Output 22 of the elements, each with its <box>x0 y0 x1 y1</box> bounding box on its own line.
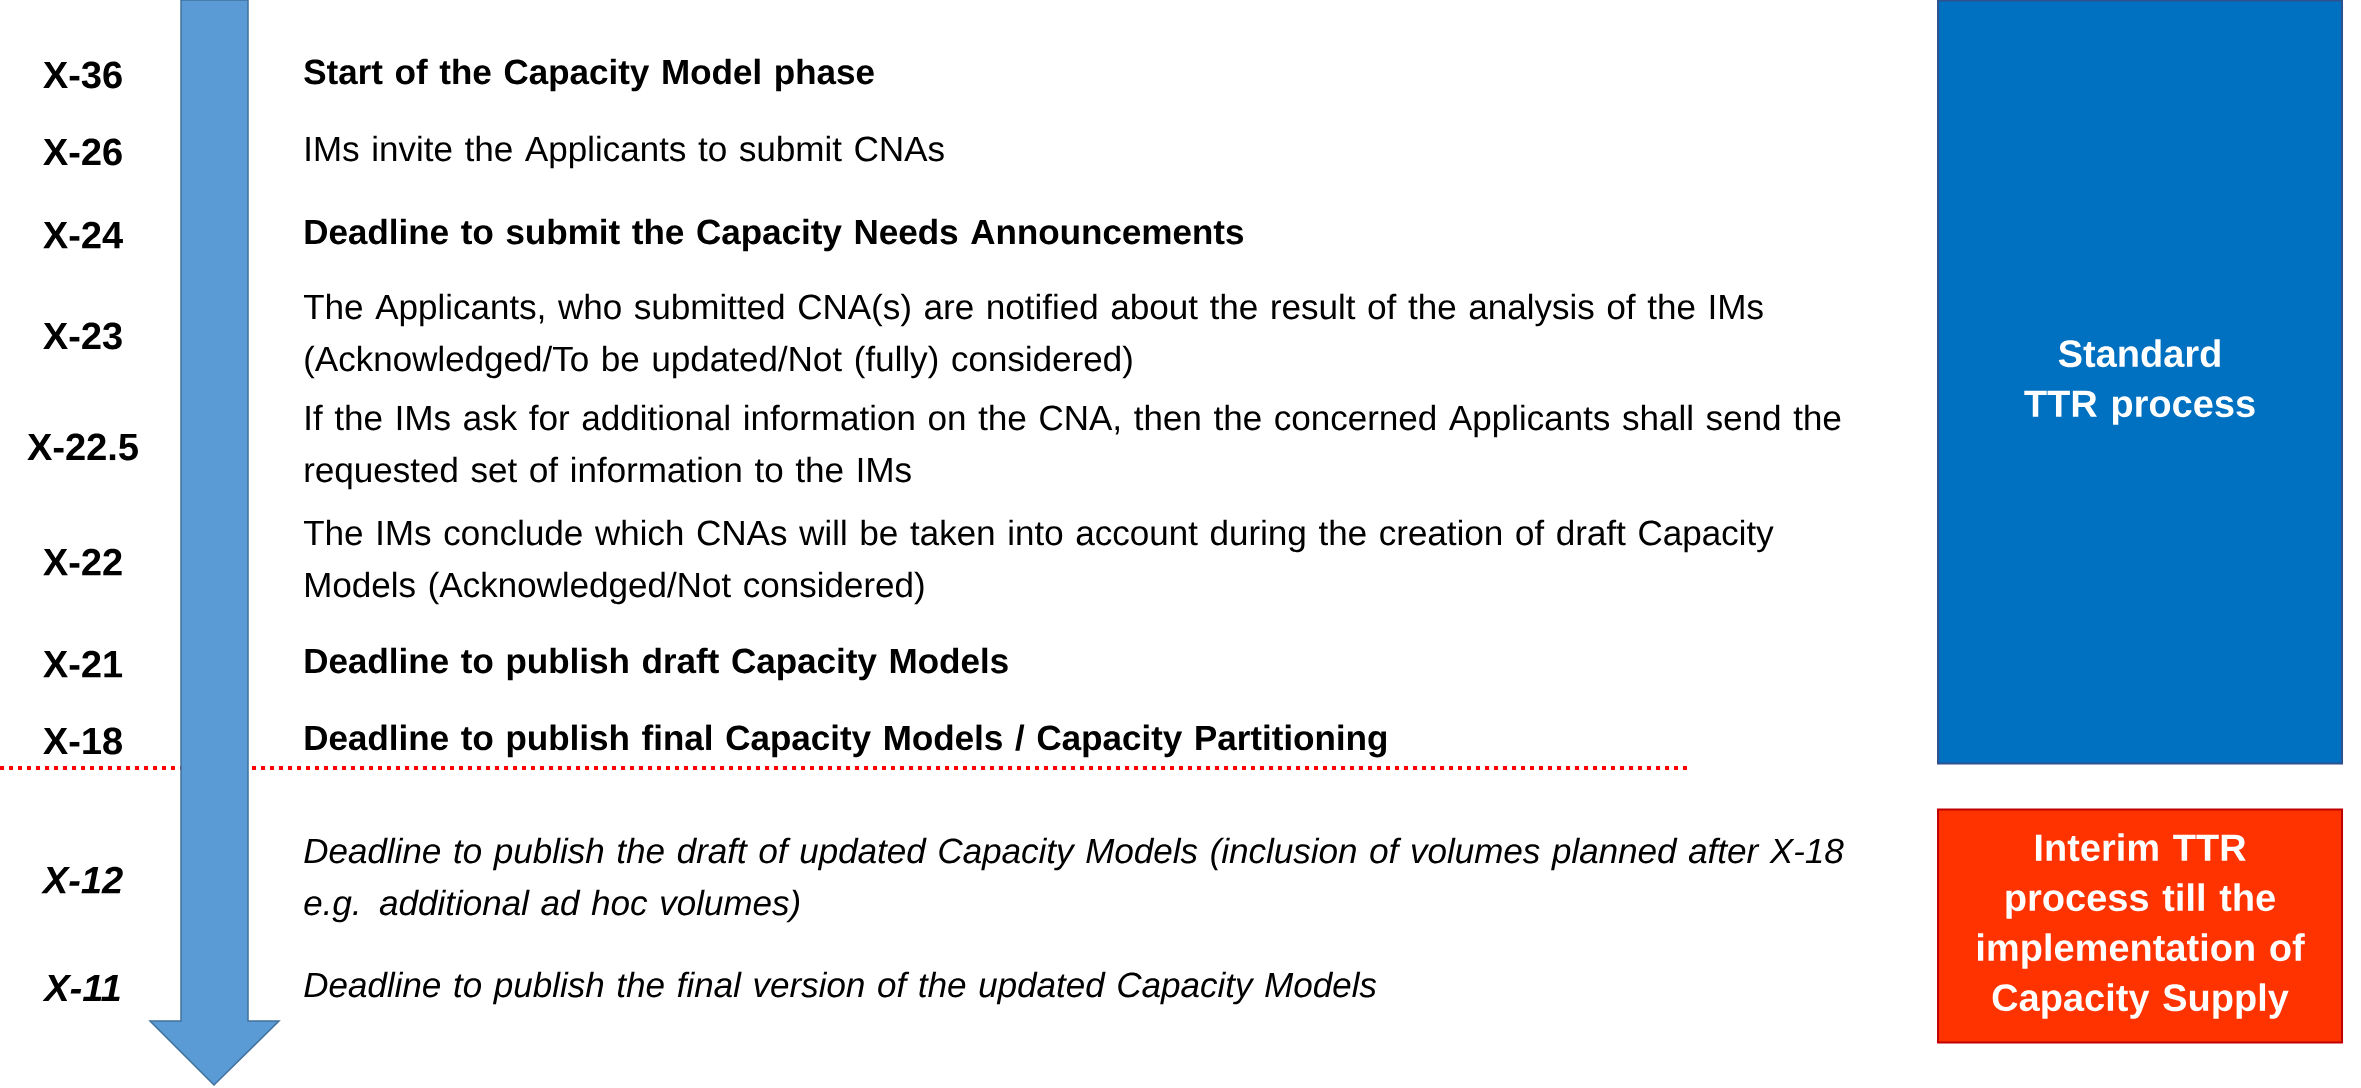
process-box: Standard TTR process <box>1937 0 2344 765</box>
time-mark: X-18 <box>43 727 122 755</box>
milestone-text: If the IMs ask for additional information on the CNA, then the concerned Applicants shall send the requested set of information to the IMs <box>305 404 1841 490</box>
milestone-text: Deadline to publish the final version of the updated Capacity Models <box>304 971 1377 1005</box>
milestone-text: Deadline to publish the draft of updated Capacity Models (inclusion of volumes planned after X-18 e.g. additional ad hoc volumes) <box>304 837 1844 923</box>
milestone-text: Deadline to submit the Capacity Needs Announcements <box>305 218 1243 252</box>
time-mark: X-23 <box>43 322 122 350</box>
process-box: Interim TTR process till the implementation of Capacity Supply <box>1937 808 2344 1044</box>
time-mark: X-26 <box>43 138 122 166</box>
time-mark: X-12 <box>41 866 123 894</box>
milestone-text: Deadline to publish draft Capacity Models <box>305 647 1008 681</box>
milestone-text: Start of the Capacity Model phase <box>304 58 874 92</box>
time-mark: X-36 <box>43 61 122 89</box>
time-mark: X-24 <box>43 221 123 249</box>
milestone-text: IMs invite the Applicants to submit CNAs <box>306 135 944 169</box>
milestone-text: Deadline to publish final Capacity Models / Capacity Partitioning <box>305 724 1387 758</box>
time-mark: X-22.5 <box>27 433 138 461</box>
time-mark: X-22 <box>43 548 122 576</box>
time-mark: X-21 <box>43 650 123 678</box>
time-mark: X-11 <box>42 974 120 1002</box>
milestone-text: The Applicants, who submitted CNA(s) are notified about the result of the analysis of the IMs (Acknowledged/To be updated/Not (fully) considered) <box>304 293 1763 379</box>
milestone-text: The IMs conclude which CNAs will be taken into account during the creation of draft Capacity Models (Acknowledged/Not considered) <box>304 519 1774 605</box>
